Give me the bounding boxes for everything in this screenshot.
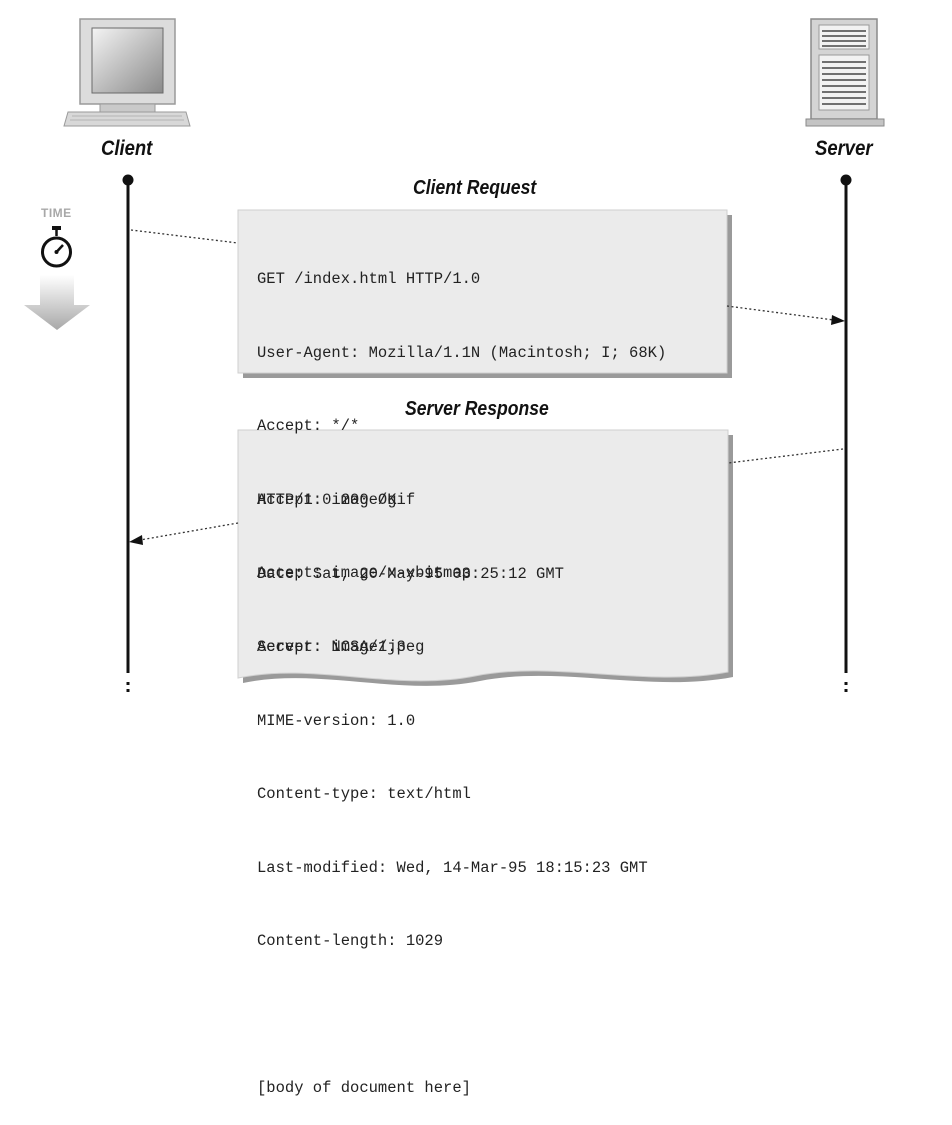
computer-icon <box>63 18 191 127</box>
response-line: HTTP/1.0 200 OK <box>257 491 397 509</box>
response-line: MIME-version: 1.0 <box>257 711 416 730</box>
response-sheet <box>237 429 733 686</box>
response-line: Date: Sat, 20-May-95 03:25:12 GMT <box>257 564 564 583</box>
request-line: GET /index.html HTTP/1.0 <box>257 270 481 288</box>
server-icon <box>805 18 885 127</box>
request-title: Client Request <box>413 177 537 199</box>
time-arrow-icon <box>24 275 90 330</box>
request-line: Accept: */* <box>257 417 360 435</box>
response-line: Last-modified: Wed, 14-Mar-95 18:15:23 G… <box>257 858 648 877</box>
http-transaction-diagram: Client Server TIME Client Request Server… <box>24 18 885 1097</box>
response-line: Server: NCSA/1.3 <box>257 638 406 656</box>
diagram-graphics <box>24 18 885 695</box>
request-line: Accept: image/x-xbitmap <box>257 564 471 582</box>
request-line: Accept: image/jpeg <box>257 637 425 656</box>
stopwatch-icon <box>41 226 72 268</box>
response-line: Content-type: text/html <box>257 785 471 803</box>
server-label: Server <box>815 137 873 160</box>
response-connector <box>129 448 844 545</box>
response-blank-line <box>257 1003 648 1028</box>
request-line: Accept: image/gif <box>257 490 416 509</box>
server-timeline <box>840 174 852 695</box>
response-message: HTTP/1.0 200 OK Date: Sat, 20-May-95 03:… <box>257 439 648 1125</box>
response-line: [body of document here] <box>257 1079 471 1097</box>
request-message: GET /index.html HTTP/1.0 User-Agent: Moz… <box>257 218 666 684</box>
response-line: Content-length: 1029 <box>257 932 444 950</box>
client-timeline <box>122 174 134 695</box>
request-sheet <box>237 209 732 378</box>
client-label: Client <box>101 137 153 160</box>
response-title: Server Response <box>405 398 549 420</box>
time-label: TIME <box>41 206 72 220</box>
request-connector <box>130 229 845 325</box>
request-line: User-Agent: Mozilla/1.1N (Macintosh; I; … <box>257 343 667 362</box>
